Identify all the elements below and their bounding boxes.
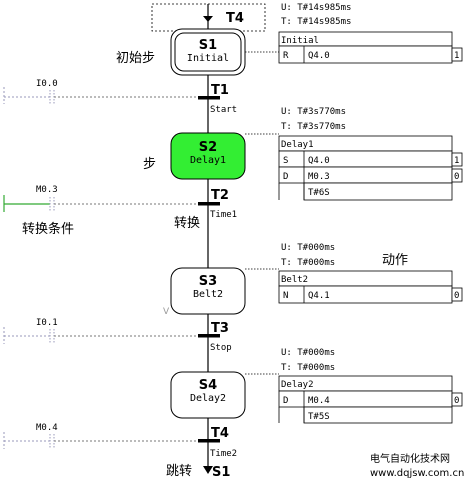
action-s2-2-operand: M0.3 [308, 172, 330, 182]
condition-t3: I0.1 [3, 318, 198, 344]
condition-t2: M0.3 [3, 185, 198, 212]
watermark-line2: www.dqjsw.com.cn [370, 468, 464, 479]
action-table-s4-title: Delay2 [281, 380, 314, 390]
action-s1-1-state: 1 [454, 51, 459, 61]
transition-t1-bar[interactable] [198, 96, 220, 100]
top-u-value: U: T#14s985ms [281, 3, 351, 13]
step-s2[interactable]: S2 Delay1 [170, 132, 246, 180]
step-s1[interactable]: S1 Initial [170, 28, 246, 76]
action-table-s4: Delay2 D M0.4 0 T#5S [278, 375, 463, 424]
step-s4-name: Delay2 [190, 393, 226, 404]
step-s1-name: Initial [187, 53, 229, 64]
step-s4-t-value: T: T#000ms [281, 363, 335, 373]
jump-in-arrow [203, 16, 213, 22]
transition-t3-id: T3 [211, 321, 229, 336]
action-s4-1-time: T#5S [308, 412, 330, 422]
annotation-step: 步 [143, 157, 156, 172]
action-s2-1-qualifier: S [283, 156, 288, 166]
step-s3-box [170, 267, 246, 315]
transition-t2-id: T2 [211, 188, 229, 203]
action-s4-1-qualifier: D [283, 396, 288, 406]
action-s2-1-state: 1 [454, 156, 459, 166]
action-table-s1: Initial R Q4.0 1 [278, 31, 463, 64]
action-table-s3: Belt2 N Q4.1 0 [278, 270, 463, 304]
transition-t4-id: T4 [211, 426, 229, 441]
step-s3-name: Belt2 [193, 289, 223, 300]
step-s3-u-value: U: T#000ms [281, 243, 335, 253]
action-table-s3-title: Belt2 [281, 275, 308, 285]
action-s1-1-qualifier: R [283, 51, 289, 61]
transition-t2-bar[interactable] [198, 202, 220, 206]
top-t-value: T: T#14s985ms [281, 17, 351, 27]
step-s2-id: S2 [199, 140, 217, 155]
condition-t1-operand: I0.0 [36, 79, 58, 89]
action-table-s2-title: Delay1 [281, 140, 314, 150]
condition-t2-operand: M0.3 [36, 185, 58, 195]
action-s3-1-operand: Q4.1 [308, 291, 330, 301]
step-s4-u-value: U: T#000ms [281, 348, 335, 358]
watermark-line1: 电气自动化技术网 [370, 452, 450, 465]
action-s4-1-state: 0 [454, 396, 459, 406]
action-s3-1-state: 0 [454, 291, 459, 301]
condition-t1: I0.0 [3, 79, 198, 104]
jump-in-label: T4 [226, 11, 244, 26]
condition-t4-operand: M0.4 [36, 423, 58, 433]
transition-t1-name: Start [210, 105, 237, 115]
step-s2-u-value: U: T#3s770ms [281, 107, 346, 117]
condition-t4: M0.4 [3, 423, 198, 449]
action-s2-2-state: 0 [454, 172, 459, 182]
annotation-jump: 跳转 [166, 464, 192, 479]
step-s2-box [170, 132, 246, 180]
action-table-s1-title: Initial [281, 36, 319, 46]
transition-t3-bar[interactable] [198, 334, 220, 338]
transition-t2-name: Time1 [210, 210, 237, 220]
action-s3-1-qualifier: N [283, 291, 288, 301]
step-s4-box [170, 371, 246, 419]
jump-out-arrow-icon [203, 466, 213, 474]
step-s2-name: Delay1 [190, 155, 226, 166]
action-s4-1-operand: M0.4 [308, 396, 330, 406]
action-s1-1-operand: Q4.0 [308, 51, 330, 61]
step-s1-inner [174, 32, 242, 72]
step-s3[interactable]: S3 Belt2 [170, 267, 246, 315]
annotation-transition-condition: 转换条件 [22, 221, 74, 237]
step-s3-id: S3 [199, 274, 217, 289]
action-s2-2-qualifier: D [283, 172, 288, 182]
action-s2-1-operand: Q4.0 [308, 156, 330, 166]
step-s4[interactable]: S4 Delay2 [170, 371, 246, 419]
action-s2-2-time: T#6S [308, 188, 330, 198]
step-s4-id: S4 [199, 378, 217, 393]
annotation-action: 动作 [382, 253, 408, 268]
transition-t4-bar[interactable] [198, 439, 220, 443]
step-s3-t-value: T: T#000ms [281, 258, 335, 268]
step-s2-t-value: T: T#3s770ms [281, 122, 346, 132]
jump-target-label: S1 [212, 465, 230, 480]
transition-t4-name: Time2 [210, 449, 237, 459]
step-s3-v-mark: V [163, 307, 170, 317]
transition-t1-id: T1 [211, 83, 229, 98]
condition-t3-operand: I0.1 [36, 318, 58, 328]
annotation-transition: 转换 [174, 216, 200, 231]
step-s1-id: S1 [199, 38, 217, 53]
transition-t3-name: Stop [210, 343, 232, 353]
action-table-s2: Delay1 S Q4.0 1 D M0.3 0 T#6S [278, 135, 463, 201]
annotation-initial-step: 初始步 [116, 51, 155, 66]
